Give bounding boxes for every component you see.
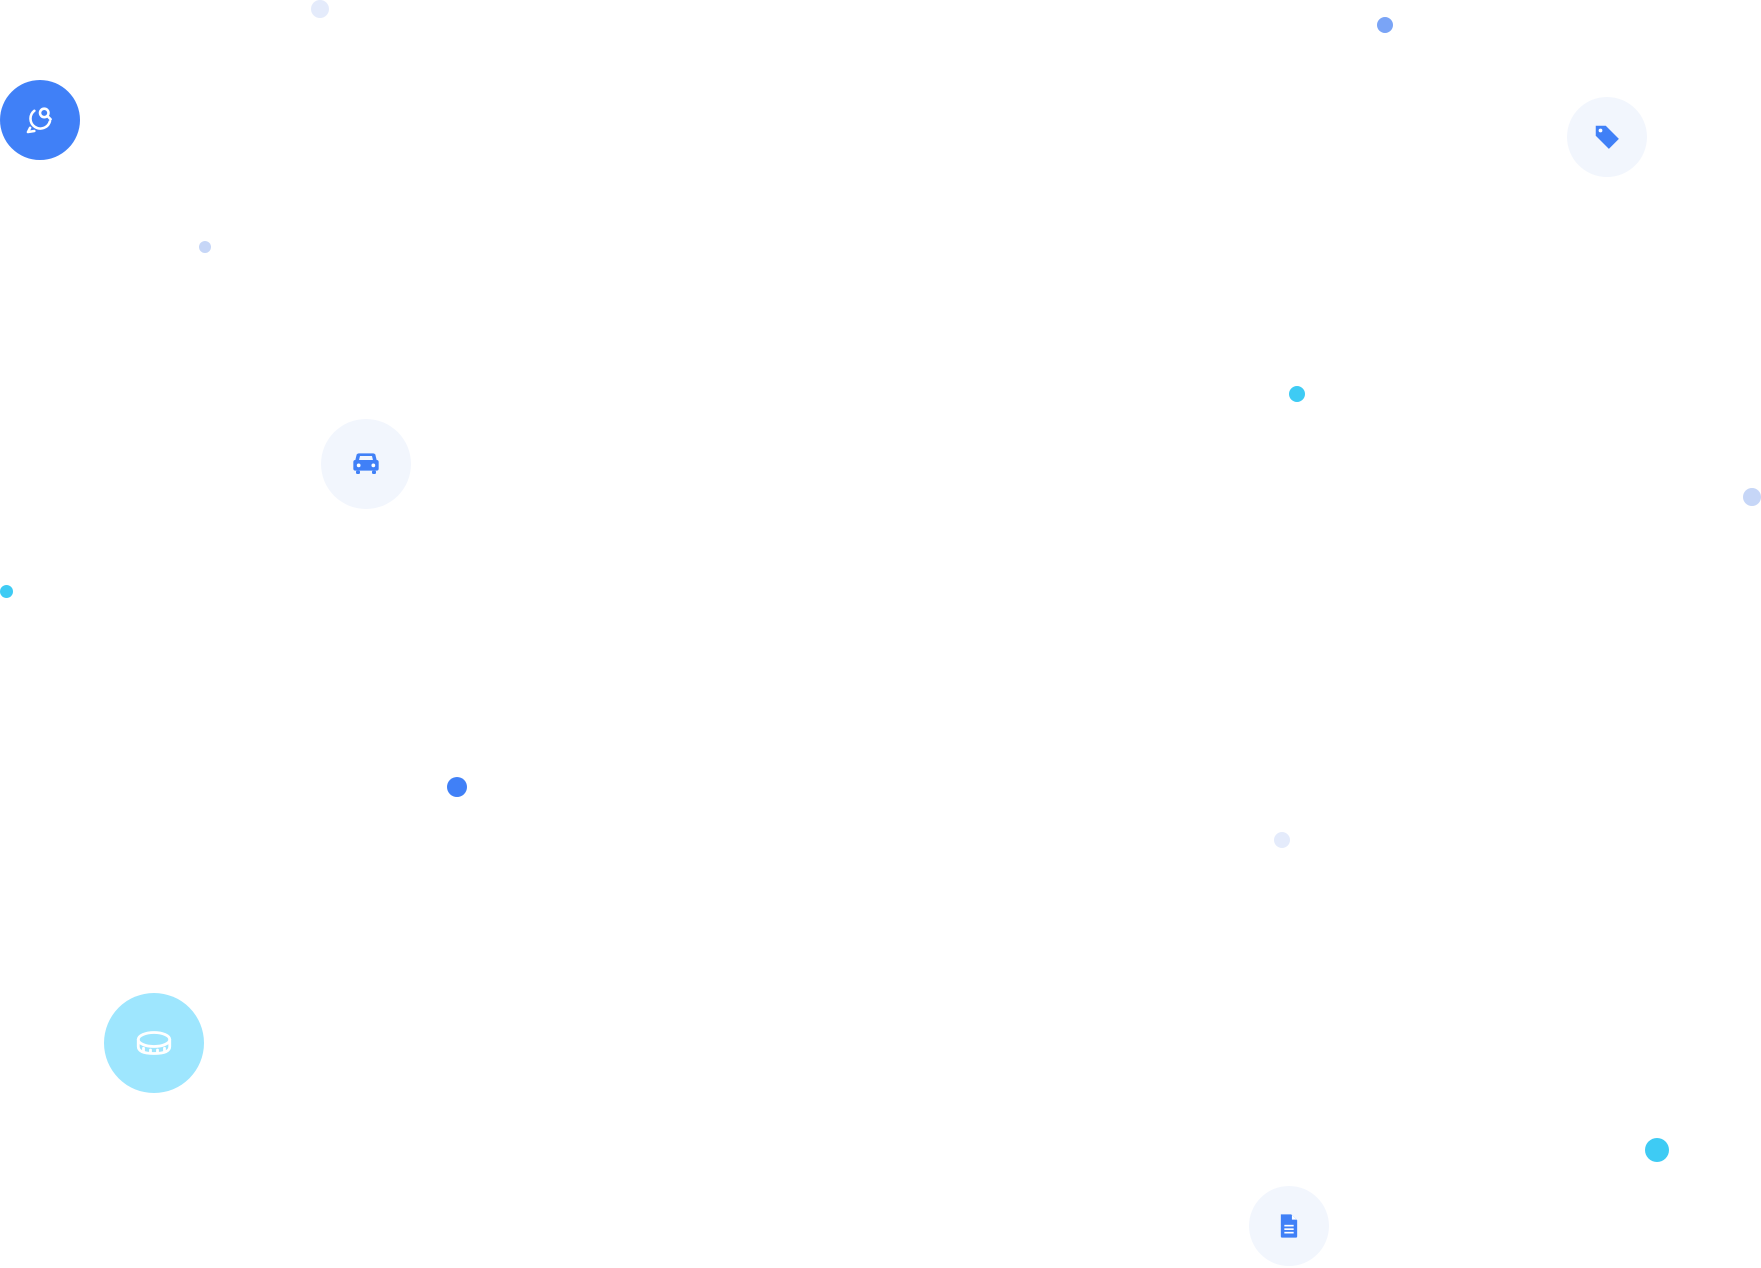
coin-bubble <box>104 993 204 1093</box>
chat-search-bubble <box>0 80 80 160</box>
dot <box>0 585 13 598</box>
price-tag-icon <box>1595 125 1619 149</box>
chat-search-icon <box>26 107 52 134</box>
dot <box>1274 832 1290 848</box>
document-bubble <box>1249 1186 1329 1266</box>
dot <box>199 241 211 253</box>
tag-bubble <box>1567 97 1647 177</box>
dot <box>447 777 467 797</box>
car-bubble <box>321 419 411 509</box>
dot <box>1743 488 1761 506</box>
dot <box>1645 1138 1669 1162</box>
car-icon <box>353 453 379 474</box>
dot <box>1377 17 1393 33</box>
coin-icon <box>136 1031 172 1055</box>
document-icon <box>1280 1214 1298 1238</box>
dot <box>1289 386 1305 402</box>
dot <box>311 0 329 18</box>
